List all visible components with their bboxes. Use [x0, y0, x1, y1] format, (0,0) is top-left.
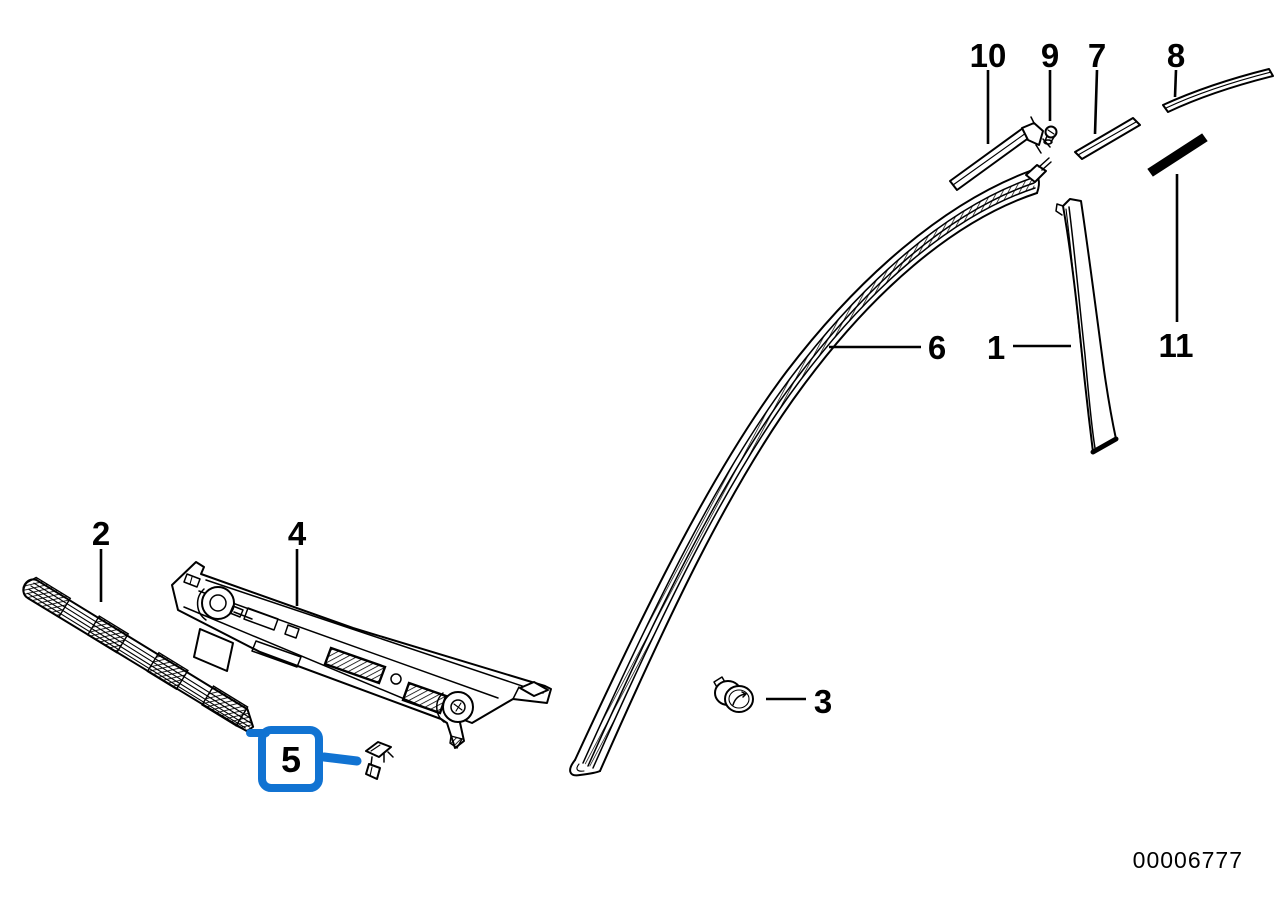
leader-lines	[99, 69, 1179, 701]
part-10-trim-strip-drawing	[949, 116, 1051, 191]
part-1-pillar-cover-drawing	[1055, 198, 1119, 455]
part-label-9[interactable]: 9	[1041, 37, 1059, 74]
part-9-screw-drawing	[1043, 125, 1058, 145]
part-3-grommet-clip-drawing	[713, 676, 754, 713]
part-label-8[interactable]: 8	[1167, 37, 1185, 74]
part-6-windscreen-moulding-drawing	[569, 157, 1052, 777]
part-labels: 2 4 5 3 6 1 11 10 9 7 8	[92, 37, 1194, 780]
part-5-clip-drawing	[365, 741, 394, 780]
part-4-cowl-panel-drawing	[171, 561, 552, 750]
part-label-10[interactable]: 10	[970, 37, 1007, 74]
part-label-2[interactable]: 2	[92, 515, 110, 552]
part-label-1[interactable]: 1	[987, 329, 1005, 366]
part-label-4[interactable]: 4	[288, 515, 307, 552]
highlight-leader-line	[319, 752, 362, 766]
part-2-cowl-seal-strip-drawing	[22, 576, 255, 733]
part-11-black-strip-drawing	[1147, 133, 1208, 177]
part-8-trim-strip-drawing	[1162, 68, 1274, 113]
part-label-11[interactable]: 11	[1159, 327, 1194, 364]
document-number: 00006777	[1133, 847, 1243, 873]
part-7-trim-strip-drawing	[1074, 117, 1141, 160]
part-label-6[interactable]: 6	[928, 329, 946, 366]
part-label-7[interactable]: 7	[1088, 37, 1106, 74]
part-label-3[interactable]: 3	[814, 683, 832, 720]
highlight-box	[258, 726, 323, 792]
highlight-part-5	[246, 726, 362, 792]
part-label-5-selected[interactable]: 5	[281, 739, 301, 780]
